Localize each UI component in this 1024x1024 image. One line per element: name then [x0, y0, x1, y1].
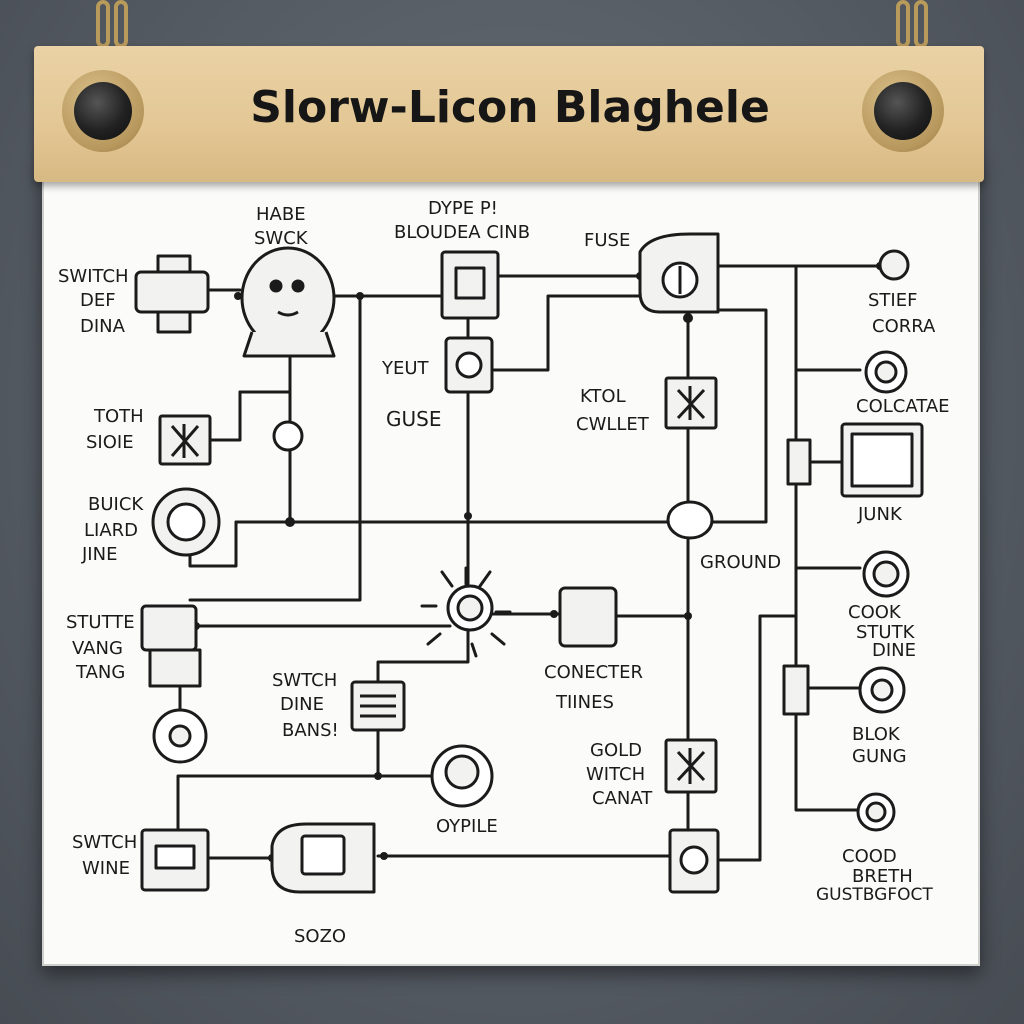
label-colcatae: COLCATAE: [856, 396, 950, 417]
label-cood-2: BRETH: [852, 866, 913, 887]
label-habe-swck-2: SWCK: [254, 228, 309, 249]
label-buick-1: BUICK: [88, 494, 144, 515]
right-knob: [862, 70, 944, 152]
label-blok-2: GUNG: [852, 746, 907, 767]
label-cook-2: STUTK: [856, 622, 916, 643]
label-cood-1: COOD: [842, 846, 897, 867]
label-buick-2: LIARD: [84, 520, 138, 541]
label-conecter-2: TIINES: [555, 692, 614, 713]
label-dype-2: BLOUDEA CINB: [394, 222, 530, 243]
label-junk: JUNK: [857, 504, 903, 525]
label-habe-swck-1: HABE: [256, 204, 306, 225]
label-swtch-dine-3: BANS!: [282, 720, 339, 741]
label-ground: GROUND: [700, 552, 781, 573]
label-switch-def-dina-2: DEF: [80, 290, 116, 311]
label-stutte-3: TANG: [75, 662, 125, 683]
label-stutte-1: STUTTE: [66, 612, 135, 633]
bulb-face-component: [240, 246, 336, 358]
label-yeut: YEUT: [381, 358, 430, 379]
label-guse: GUSE: [386, 407, 441, 431]
label-dype-1: DYPE P!: [428, 198, 498, 219]
label-swtch-dine-1: SWTCH: [272, 670, 337, 691]
title-board: [34, 46, 984, 182]
label-stief-2: CORRA: [872, 316, 936, 337]
label-cook-3: DINE: [872, 640, 916, 661]
label-stief-1: STIEF: [868, 290, 917, 311]
label-oypile: OYPILE: [436, 816, 498, 837]
label-toth-1: TOTH: [93, 406, 144, 427]
label-blok-1: BLOK: [852, 724, 901, 745]
label-cook-1: COOK: [848, 602, 902, 623]
label-sozo: SOZO: [294, 926, 346, 947]
label-swtch-wine-1: SWTCH: [72, 832, 137, 853]
label-swtch-wine-2: WINE: [82, 858, 130, 879]
label-gold-1: GOLD: [590, 740, 642, 761]
label-ktol-1: KTOL: [580, 386, 626, 407]
label-cood-3: GUSTBGFOCT: [816, 885, 933, 905]
label-swtch-dine-2: DINE: [280, 694, 324, 715]
label-gold-2: WITCH: [586, 764, 645, 785]
label-stutte-2: VANG: [72, 638, 123, 659]
switch-component-top-left: [134, 254, 210, 334]
label-ktol-2: CWLLET: [576, 414, 650, 435]
label-switch-def-dina-3: DINA: [80, 316, 126, 337]
label-buick-3: JINE: [81, 544, 117, 565]
label-switch-def-dina-1: SWITCH: [58, 266, 129, 287]
label-gold-3: CANAT: [592, 788, 653, 809]
label-conecter-1: CONECTER: [544, 662, 643, 683]
label-fuse: FUSE: [584, 230, 630, 251]
left-knob: [62, 70, 144, 152]
label-toth-2: SIOIE: [86, 432, 134, 453]
diagram-title: Slorw-Licon Blaghele: [250, 82, 770, 133]
